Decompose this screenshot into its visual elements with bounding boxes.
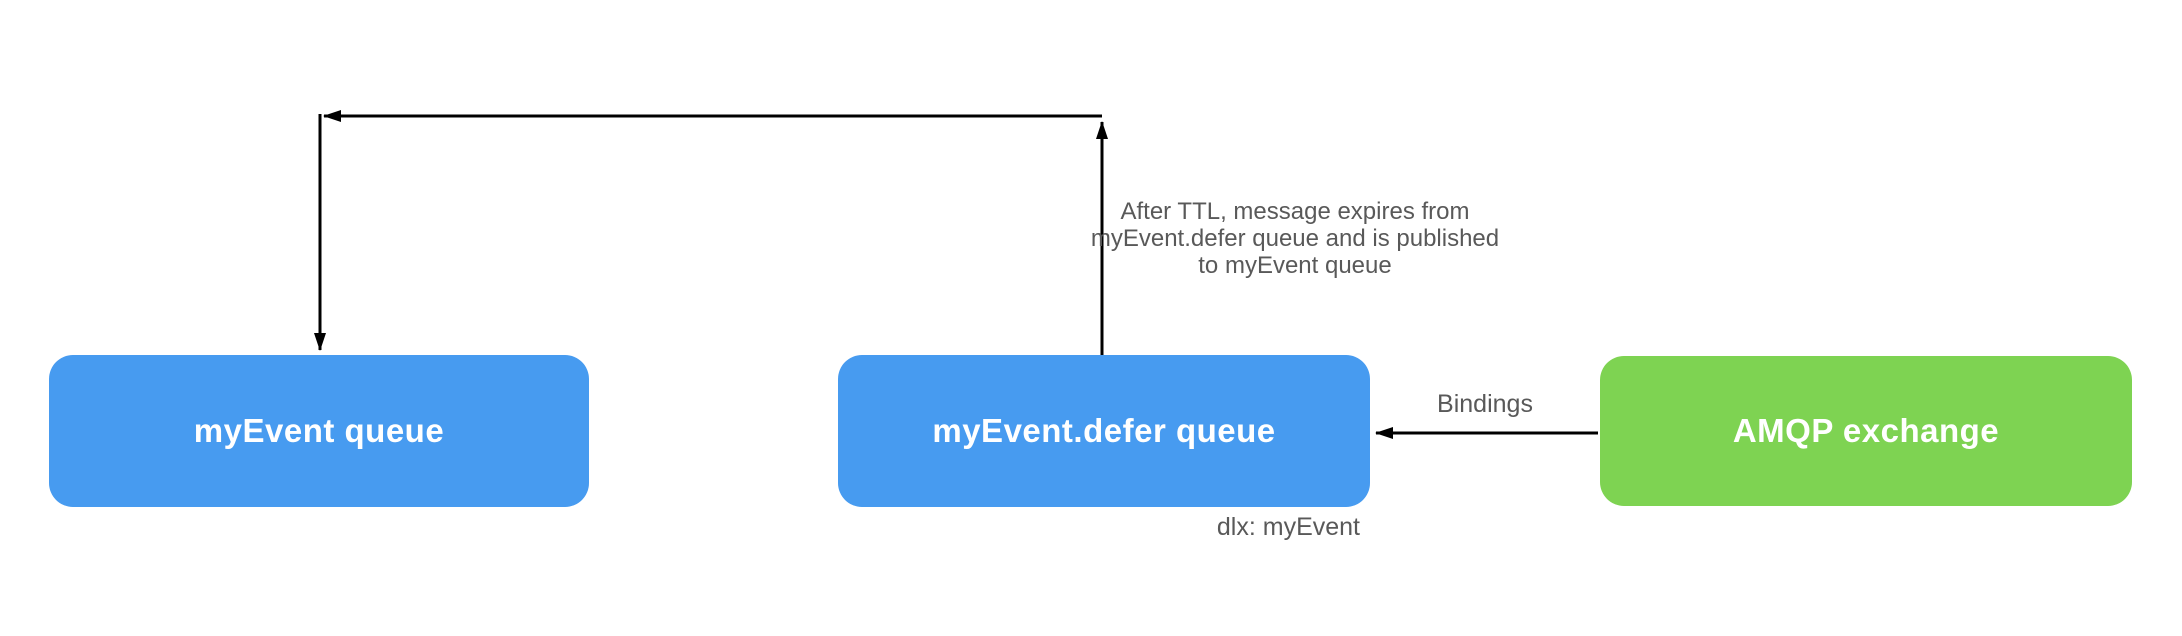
node-myevent-queue: myEvent queue xyxy=(49,355,589,507)
node-myevent-defer-queue-label: myEvent.defer queue xyxy=(932,412,1276,449)
node-myevent-queue-label: myEvent queue xyxy=(193,412,445,449)
ttl-expiry-annotation: After TTL, message expires from myEvent.… xyxy=(1090,198,1500,279)
dlx-label: dlx: myEvent xyxy=(1216,513,1360,541)
bindings-label: Bindings xyxy=(1437,390,1533,418)
node-myevent-defer-queue: myEvent.defer queue xyxy=(838,355,1370,507)
node-amqp-exchange: AMQP exchange xyxy=(1600,356,2132,506)
node-amqp-exchange-label: AMQP exchange xyxy=(1732,412,2000,449)
